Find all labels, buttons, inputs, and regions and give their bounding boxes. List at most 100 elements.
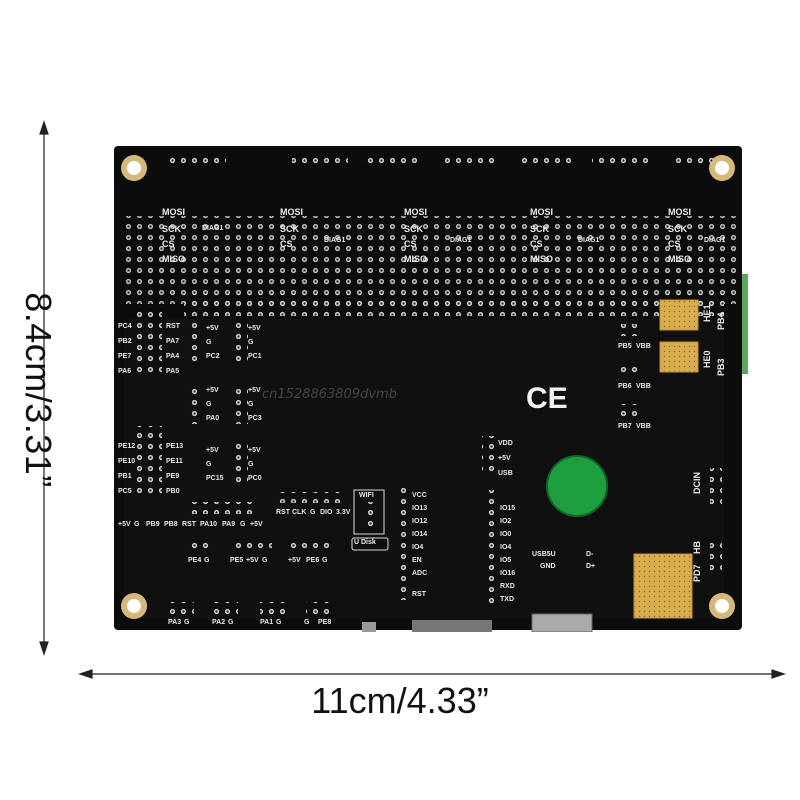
heater-pad-he1	[659, 299, 699, 331]
pe4-label: PE4	[188, 557, 201, 564]
cs-label: CS	[162, 239, 175, 249]
power-pin-labels: VDD +5V USB	[498, 440, 513, 477]
header-mini-labels	[152, 180, 712, 198]
pa4-label: PA4	[166, 353, 179, 360]
pe9-label: PE9	[166, 473, 179, 480]
io-right-label-8: TXD	[500, 596, 514, 603]
pb5-label: PB5	[618, 343, 632, 350]
center-label-12: PC3	[248, 415, 262, 422]
pa2-label: PA2	[212, 619, 225, 626]
hb-label: HB	[692, 541, 702, 554]
sd-card-slot	[412, 620, 492, 632]
center-label-13: +5V	[206, 447, 219, 454]
io-pin-labels: VCC IO13 IO12 IO14 IO4 EN ADC RST	[412, 492, 427, 598]
center-label-17: PC15	[206, 475, 224, 482]
vbb-label-2: VBB	[636, 383, 651, 390]
io-label-4: IO14	[412, 531, 427, 538]
io-label-5: IO4	[412, 544, 423, 551]
bottom-g-label-6: G	[276, 619, 282, 626]
bottom-5v-label-1: +5V	[246, 557, 259, 564]
mosi-label-4: MOSI	[530, 207, 553, 217]
pe12-label: PE12	[118, 443, 135, 450]
pa5-label: PA5	[166, 368, 179, 375]
driver-header-rows	[126, 154, 736, 316]
gnd-label: GND	[540, 563, 556, 570]
usb-label: USB	[498, 470, 513, 477]
io-label-2: IO13	[412, 505, 427, 512]
he1-label: HE1	[702, 304, 712, 322]
pb1-label: PB1	[118, 473, 132, 480]
io-label-3: IO12	[412, 518, 427, 525]
diag-labels: DIAG1 DIAG1 DIAG1 DIAG1 DIAG1	[202, 225, 726, 244]
bottom-g-label-7: G	[304, 619, 310, 626]
pa6-label: PA6	[118, 368, 131, 375]
bottom-row-pin-labels: +5V G PB9 PB8 RST PA10 PA9 G +5V	[118, 521, 263, 528]
pe7-label: PE7	[118, 353, 131, 360]
heater-labels: HE1 PB4 HE0 PB3	[702, 304, 726, 376]
cb-g-label: G	[310, 509, 316, 516]
center-pin-labels: +5V +5V G G PC2 PC1 +5V +5V G G PA0 PC3 …	[206, 325, 262, 482]
io-label-7: ADC	[412, 570, 427, 577]
pb3-label: PB3	[716, 358, 726, 376]
cs-label-4: CS	[530, 239, 543, 249]
sck-label-5: SCK	[668, 224, 688, 234]
5v-label: +5V	[498, 455, 511, 462]
diag-label-1: DIAG1	[202, 225, 224, 232]
bottom-row-label-9: +5V	[250, 521, 263, 528]
bottom-g-label-3: G	[322, 557, 328, 564]
usb-pin-labels: USB5U GND D- D+	[532, 551, 595, 570]
center-label-5: PC2	[206, 353, 220, 360]
io-right-label-7: RXD	[500, 583, 515, 590]
ce-mark: CE	[526, 382, 568, 415]
pb4-label: PB4	[716, 312, 726, 330]
pc4-label: PC4	[118, 323, 132, 330]
left-lower-pin-labels: PE12 PE10 PB1 PC5 PE13 PE11 PE9 PB0	[118, 443, 183, 495]
mounting-holes	[121, 155, 735, 619]
cb-33v-label: 3.3V	[336, 509, 351, 516]
miso-label-3: MISO	[404, 254, 427, 264]
sck-label-2: SCK	[280, 224, 300, 234]
pe6-label: PE6	[306, 557, 319, 564]
cs-label-5: CS	[668, 239, 681, 249]
mosi-label-5: MOSI	[668, 207, 691, 217]
cs-label-3: CS	[404, 239, 417, 249]
vbb-label-1: VBB	[636, 343, 651, 350]
pe8-label: PE8	[318, 619, 331, 626]
bottom-row-label-7: PA9	[222, 521, 235, 528]
bottom-row-label-2: G	[134, 521, 140, 528]
io-right-label-3: IO0	[500, 531, 511, 538]
wifi-label: WIFI	[359, 492, 374, 499]
miso-label: MISO	[162, 254, 185, 264]
io-right-label-5: IO5	[500, 557, 511, 564]
height-text: 8.4cm/3.31”	[18, 292, 59, 488]
miso-label-4: MISO	[530, 254, 553, 264]
cs-label-2: CS	[280, 239, 293, 249]
pe10-label: PE10	[118, 458, 135, 465]
center-label-14: +5V	[248, 447, 261, 454]
bottom-pin-labels: PE4 G PE5 +5V G +5V PE6 G PA3 G PA2 G PA…	[168, 557, 331, 626]
io-right-label-1: IO15	[500, 505, 515, 512]
vdd-label: VDD	[498, 440, 513, 447]
bottom-row-label-5: RST	[182, 521, 197, 528]
pa7-label: PA7	[166, 338, 179, 345]
pe5-label: PE5	[230, 557, 243, 564]
center-label-8: +5V	[248, 387, 261, 394]
center-label-6: PC1	[248, 353, 262, 360]
power-in-labels: DCIN HB PD7	[692, 472, 702, 582]
bottom-row-label-4: PB8	[164, 521, 178, 528]
watermark: cn1528863809dvmb	[262, 387, 397, 402]
cb-rst-label: RST	[276, 509, 291, 516]
io-label-6: EN	[412, 557, 422, 564]
center-label-4: G	[248, 339, 254, 346]
center-label-10: G	[248, 401, 254, 408]
width-dimension-label: 11cm/4.33”	[311, 680, 489, 721]
pd7-label: PD7	[692, 564, 702, 582]
green-button-component	[547, 456, 607, 516]
miso-label-5: MISO	[668, 254, 691, 264]
io-right-label-6: IO16	[500, 570, 515, 577]
terminal-block	[742, 274, 748, 374]
heater-pad-he0	[659, 341, 699, 373]
bed-heater-pad	[633, 553, 693, 619]
height-dimension-label: 8.4cm/3.31”	[8, 260, 68, 520]
he0-label: HE0	[702, 350, 712, 368]
